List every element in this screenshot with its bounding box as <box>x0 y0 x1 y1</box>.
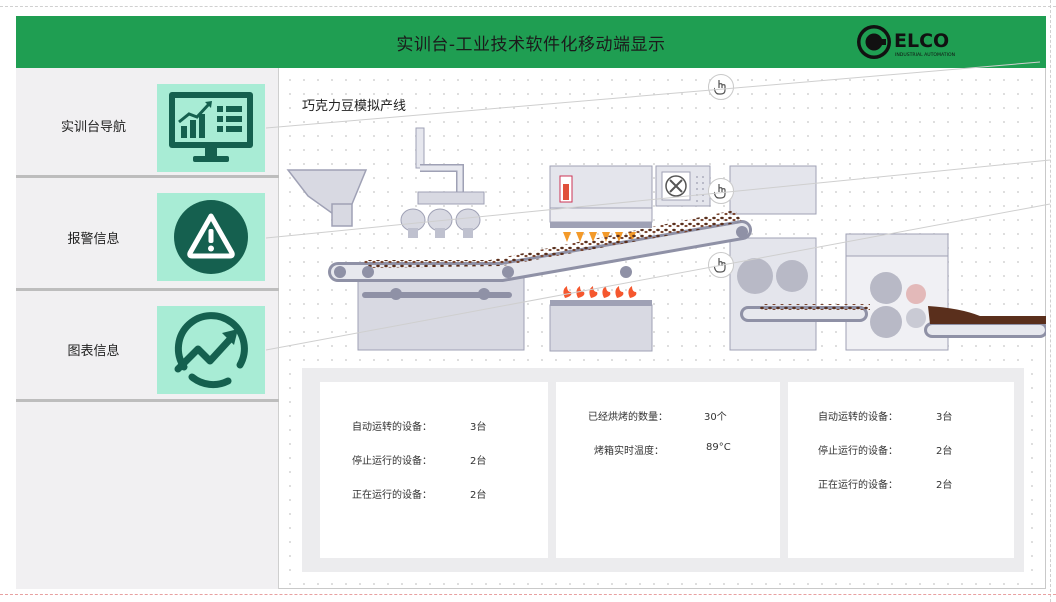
elco-logo: ELCO INDUSTRIAL AUTOMATION <box>857 25 955 59</box>
trend-up-icon <box>157 306 265 394</box>
stat-label: 烤箱实时温度： <box>594 446 664 457</box>
warning-icon <box>157 193 265 281</box>
stat-value: 2台 <box>470 490 487 501</box>
stat-value: 2台 <box>936 480 953 491</box>
touch-point-cooling[interactable] <box>708 178 734 204</box>
conveyor-main <box>328 210 752 351</box>
stat-label: 正在运行的设备： <box>352 490 432 501</box>
stat-value: 89°C <box>706 442 731 453</box>
stats-card-1: 自动运转的设备： 3台 停止运行的设备： 2台 正在运行的设备： 2台 <box>320 382 548 558</box>
stat-label: 停止运行的设备： <box>818 446 898 457</box>
stats-card-2: 已经烘烤的数量： 30个 烤箱实时温度： 89°C <box>556 382 780 558</box>
stat-label: 自动运转的设备： <box>818 412 898 423</box>
stat-label: 停止运行的设备： <box>352 456 432 467</box>
stat-value: 30个 <box>704 412 727 423</box>
stats-card-3: 自动运转的设备： 3台 停止运行的设备： 2台 正在运行的设备： 2台 <box>788 382 1014 558</box>
sidebar-item-alarm[interactable]: 报警信息 <box>16 181 279 291</box>
stat-label: 自动运转的设备： <box>352 422 432 433</box>
cooling-unit <box>655 165 711 207</box>
stat-value: 3台 <box>470 422 487 433</box>
production-line-title: 巧克力豆模拟产线 <box>302 99 407 114</box>
touch-point-oven[interactable] <box>708 252 734 278</box>
sidebar: 实训台导航 报警信息 <box>16 68 279 589</box>
production-line-scene <box>286 127 1046 352</box>
sidebar-item-label: 图表信息 <box>67 344 120 359</box>
svg-text:INDUSTRIAL AUTOMATION: INDUSTRIAL AUTOMATION <box>895 52 955 58</box>
svg-text:ELCO: ELCO <box>894 30 949 52</box>
sidebar-item-label: 报警信息 <box>67 232 120 247</box>
hopper <box>286 169 368 227</box>
hand-pointer-icon <box>714 184 726 199</box>
touch-point-dispenser[interactable] <box>708 74 734 100</box>
sidebar-item-charts[interactable]: 图表信息 <box>16 292 279 402</box>
stat-value: 2台 <box>470 456 487 467</box>
stat-label: 已经烘烤的数量： <box>588 412 668 423</box>
sidebar-item-label: 实训台导航 <box>60 120 126 135</box>
hand-pointer-icon <box>714 258 726 273</box>
stat-value: 3台 <box>936 412 953 423</box>
oven-right <box>729 165 817 351</box>
hand-pointer-icon <box>714 80 726 95</box>
app-header: 实训台-工业技术软件化移动端显示 ELCO INDUSTRIAL AUTOMAT… <box>16 16 1046 68</box>
stat-value: 2台 <box>936 446 953 457</box>
stats-panel: 自动运转的设备： 3台 停止运行的设备： 2台 正在运行的设备： 2台 已经烘烤… <box>302 368 1024 572</box>
pipe-dispenser <box>400 127 485 238</box>
sidebar-item-navigation[interactable]: 实训台导航 <box>16 68 279 178</box>
stat-label: 正在运行的设备： <box>818 480 898 491</box>
monitor-chart-icon <box>157 84 265 172</box>
page-title: 实训台-工业技术软件化移动端显示 <box>396 34 666 55</box>
